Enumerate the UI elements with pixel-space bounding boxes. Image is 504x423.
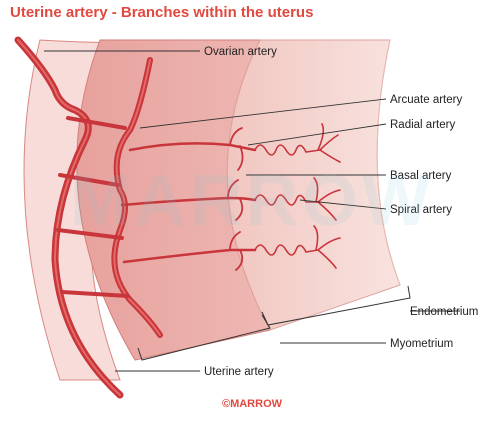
label-basal-artery: Basal artery [390,170,452,182]
spiral-arteries [254,123,341,269]
label-ovarian-artery: Ovarian artery [204,46,277,58]
label-spiral-artery: Spiral artery [390,204,452,216]
label-uterine-artery: Uterine artery [204,366,274,378]
label-myometrium: Myometrium [390,338,453,350]
label-arcuate-artery: Arcuate artery [390,94,462,106]
watermark: MARROW [70,161,434,241]
endometrial-surface [376,39,401,286]
connecting-branches [56,116,130,298]
uterine-artery-trunk-highlight [17,39,121,396]
diagram-title: Uterine artery - Branches within the ute… [10,4,314,21]
myometrium-bracket [137,314,271,361]
radial-arteries [120,142,257,264]
label-radial-artery: Radial artery [390,119,455,131]
basal-arteries [227,127,244,271]
endometrium-bracket [261,285,411,326]
footer-logo: ©MARROW [221,398,283,410]
label-endometrium: Endometrium [410,306,478,318]
leader-lines [44,50,460,372]
